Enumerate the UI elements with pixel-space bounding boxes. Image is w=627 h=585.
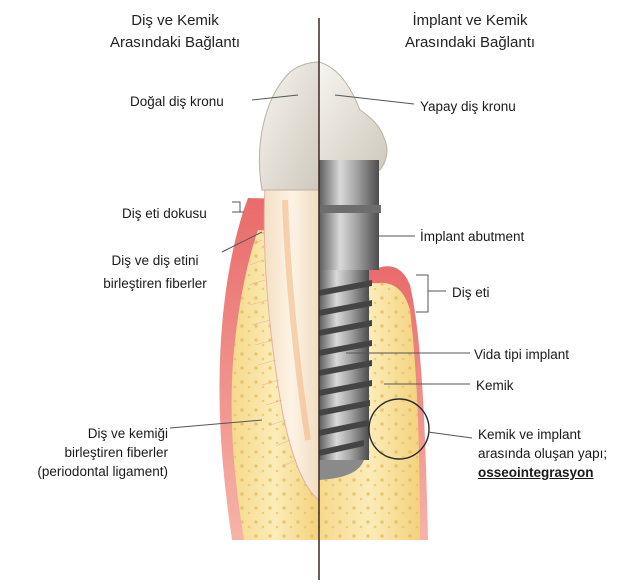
label-gum-fibers: Diş ve diş etini birleştiren fiberler xyxy=(88,252,222,292)
right-title: İmplant ve Kemik Arasındaki Bağlantı xyxy=(355,10,585,54)
label-artificial-crown: Yapay diş kronu xyxy=(420,98,516,115)
left-title-line2: Arasındaki Bağlantı xyxy=(60,32,290,54)
natural-crown xyxy=(259,62,319,190)
label-pdl-line3: (periodontal ligament) xyxy=(10,463,168,480)
left-title-line1: Diş ve Kemik xyxy=(60,10,290,32)
label-osseo-line1: Kemik ve implant xyxy=(478,426,607,443)
label-gum: Diş eti xyxy=(452,284,490,301)
label-pdl-line1: Diş ve kemiği xyxy=(10,425,168,442)
label-pdl-line2: birleştiren fiberler xyxy=(10,444,168,461)
label-screw-implant: Vida tipi implant xyxy=(474,346,569,363)
right-title-line2: Arasındaki Bağlantı xyxy=(355,32,585,54)
right-title-line1: İmplant ve Kemik xyxy=(355,10,585,32)
natural-tooth-illustration xyxy=(220,62,320,540)
implant-illustration xyxy=(319,62,429,540)
left-title: Diş ve Kemik Arasındaki Bağlantı xyxy=(60,10,290,54)
label-periodontal-ligament: Diş ve kemiği birleştiren fiberler (peri… xyxy=(10,425,168,480)
label-gum-fibers-line2: birleştiren fiberler xyxy=(88,275,222,292)
label-osseointegration: Kemik ve implant arasında oluşan yapı; o… xyxy=(478,426,607,481)
label-implant-abutment: İmplant abutment xyxy=(420,228,524,245)
label-natural-crown: Doğal diş kronu xyxy=(130,93,224,110)
label-bone: Kemik xyxy=(476,377,514,394)
label-osseo-line3: osseointegrasyon xyxy=(478,464,607,481)
label-gum-fibers-line1: Diş ve diş etini xyxy=(88,252,222,269)
artificial-crown xyxy=(319,62,387,170)
implant-abutment xyxy=(319,160,379,270)
label-gum-tissue: Diş eti dokusu xyxy=(122,205,207,222)
label-osseo-line2: arasında oluşan yapı; xyxy=(478,445,607,462)
